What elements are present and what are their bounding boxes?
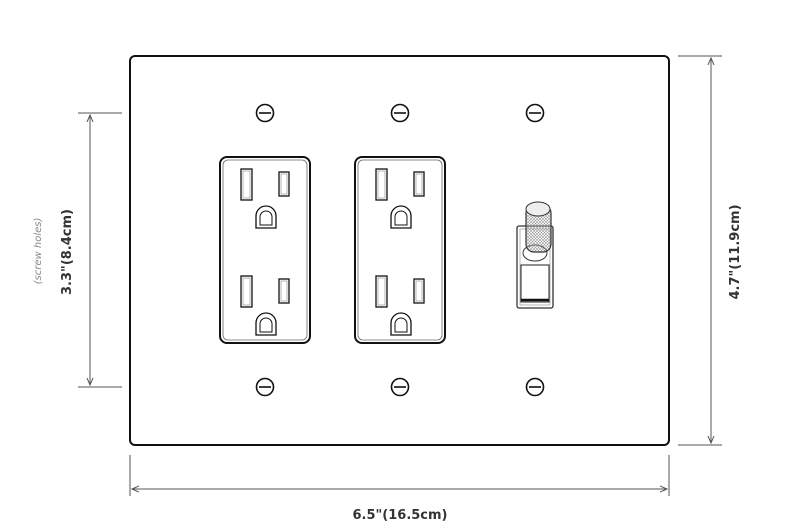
screw-spacing-note: (screw holes): [33, 218, 44, 285]
outlet-left: [220, 157, 310, 343]
outlet-right: [355, 157, 445, 343]
width-label: 6.5"(16.5cm): [352, 508, 447, 523]
dimension-lines: [78, 55, 722, 496]
height-label: 4.7"(11.9cm): [728, 204, 743, 299]
toggle-switch: [516, 201, 554, 309]
screw-spacing-label: 3.3"(8.4cm): [60, 209, 75, 295]
